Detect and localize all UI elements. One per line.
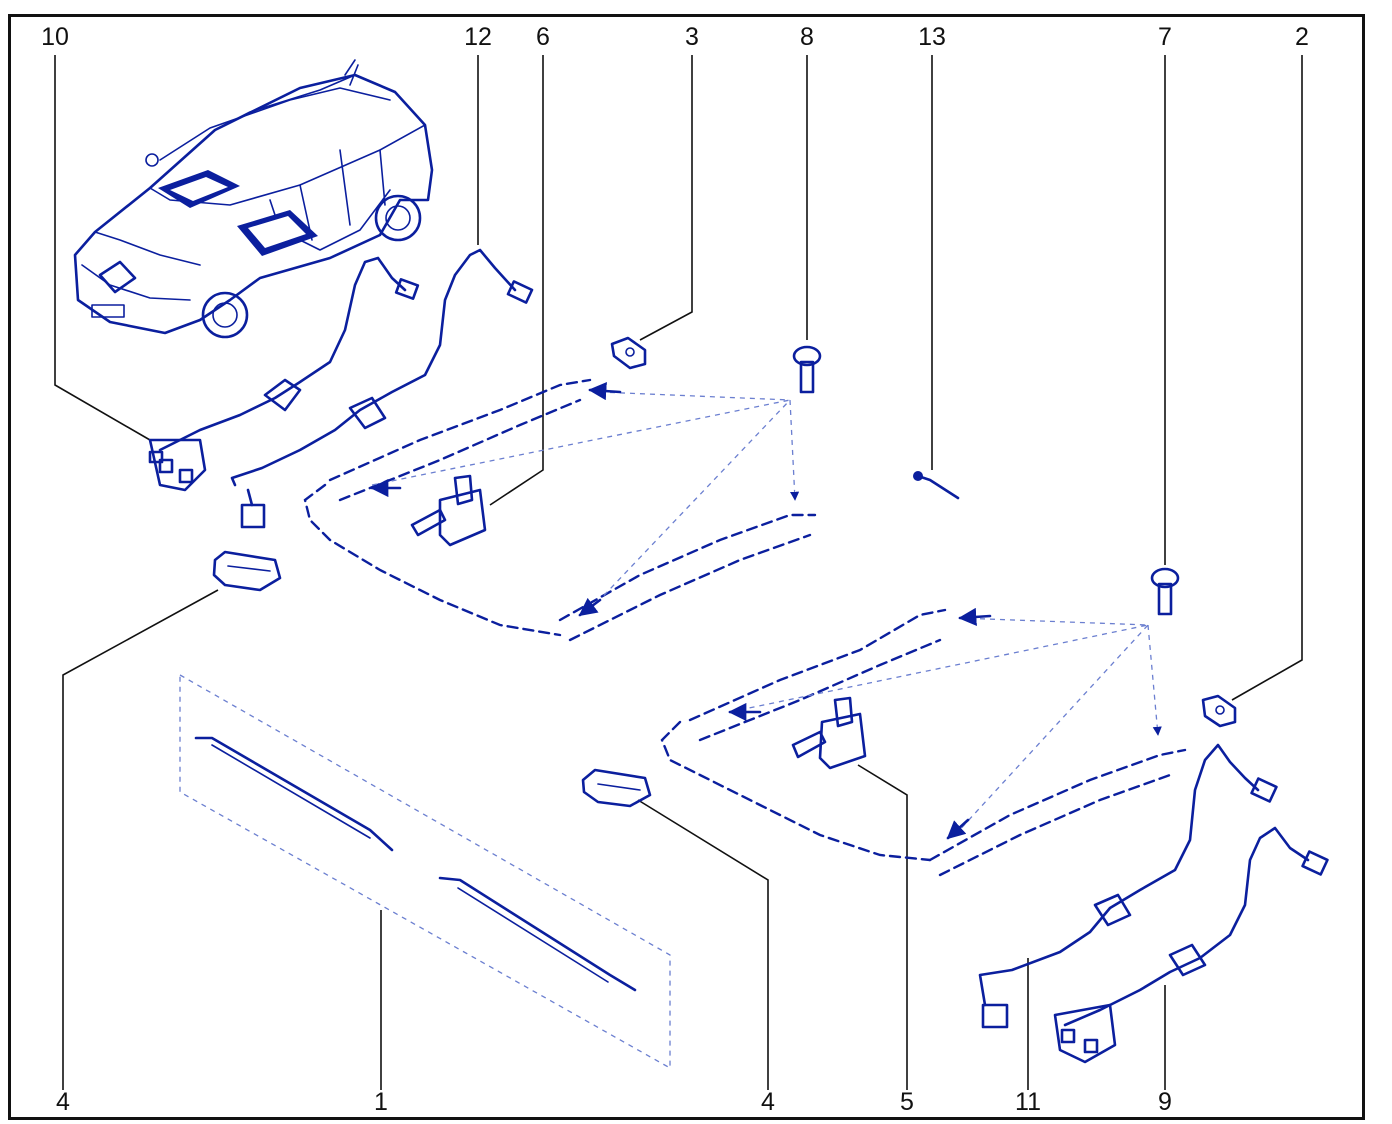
motor-part-5	[791, 696, 867, 770]
wiring-harness-11	[978, 743, 1278, 1029]
bolt-part-7	[1150, 567, 1180, 616]
callout-4-left: 4	[56, 1088, 70, 1116]
clip-part-2	[1201, 694, 1237, 728]
wiring-harness-10	[148, 256, 420, 492]
callout-9: 9	[1158, 1088, 1172, 1116]
guide-part-4-left	[212, 550, 282, 592]
callout-13: 13	[918, 23, 946, 51]
drive-cables-part-1	[179, 673, 671, 1070]
callout-11: 11	[1015, 1088, 1041, 1116]
sunroof-frame-front	[303, 378, 817, 642]
callout-2: 2	[1295, 23, 1309, 51]
callout-1: 1	[374, 1088, 388, 1116]
callout-5: 5	[900, 1088, 914, 1116]
callout-3: 3	[685, 23, 699, 51]
callout-4-right: 4	[761, 1088, 775, 1116]
clip-part-3	[610, 336, 647, 370]
leader-lines	[54, 55, 1303, 1090]
wiring-harness-9	[1053, 826, 1329, 1064]
callout-6: 6	[536, 23, 550, 51]
bolt-part-8	[792, 345, 822, 394]
pin-part-13	[913, 471, 960, 500]
callout-12: 12	[464, 23, 492, 51]
guide-part-4-right	[581, 768, 652, 808]
sunroof-frame-rear	[660, 607, 1187, 877]
callout-8: 8	[800, 23, 814, 51]
motor-part-6	[410, 474, 487, 547]
wiring-harness-12	[230, 248, 534, 529]
callout-7: 7	[1158, 23, 1172, 51]
vehicle-illustration	[73, 59, 434, 339]
callout-10: 10	[41, 23, 69, 51]
